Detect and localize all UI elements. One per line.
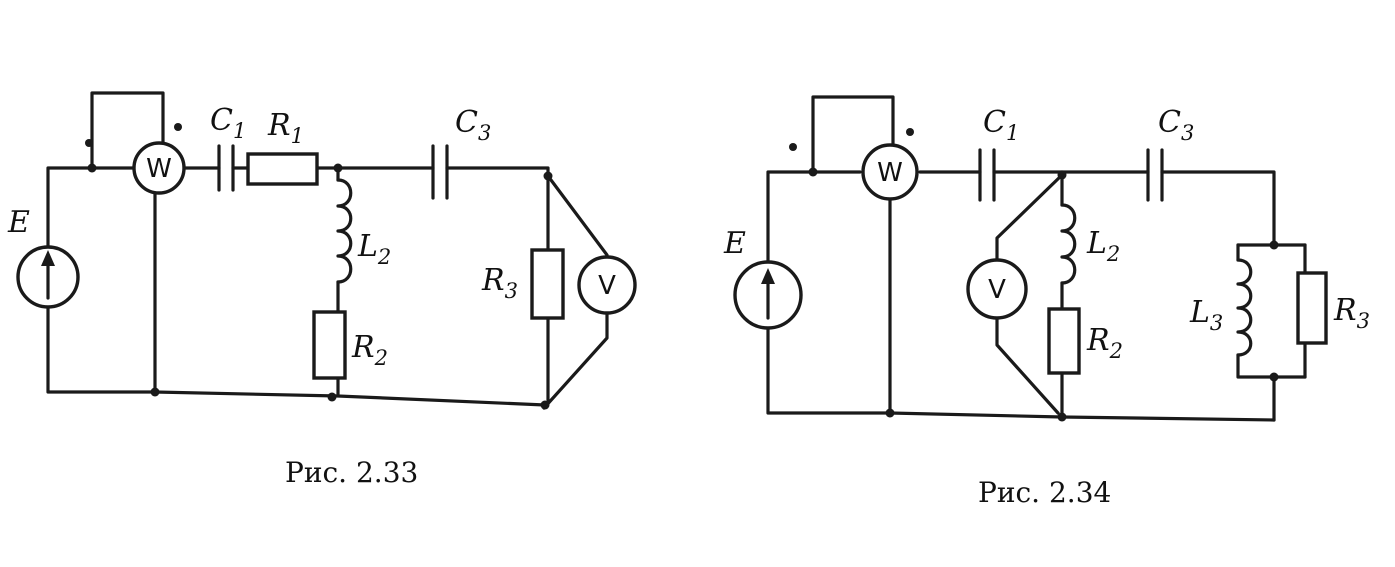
fig234-wattmeter: W bbox=[861, 143, 919, 201]
fig233-resistor-r1: R1 bbox=[246, 108, 319, 186]
svg-text:R2: R2 bbox=[1086, 323, 1123, 363]
fig234-label-l3-sub: 3 bbox=[1210, 311, 1223, 335]
svg-text:C3: C3 bbox=[1158, 105, 1194, 145]
fig234-label-r2: R bbox=[1086, 323, 1110, 358]
fig233-label-c3-sub: 3 bbox=[478, 121, 491, 145]
fig233-caption: Рис. 2.33 bbox=[285, 456, 418, 489]
fig233-capacitor-c1: C1 bbox=[210, 103, 246, 192]
figure-2-34: E W C1 C3 L2 R2 bbox=[723, 95, 1370, 509]
fig234-inductor-l3: L3 bbox=[1189, 258, 1253, 357]
svg-text:C1: C1 bbox=[210, 103, 246, 143]
fig234-voltmeter-label: V bbox=[988, 275, 1006, 305]
fig233-source-e: E bbox=[7, 205, 80, 309]
fig233-label-c1: C bbox=[210, 103, 233, 138]
svg-text:L2: L2 bbox=[1086, 226, 1120, 266]
fig233-label-l2: L bbox=[357, 229, 378, 264]
svg-text:R1: R1 bbox=[267, 108, 304, 148]
fig233-resistor-r3: R3 bbox=[481, 248, 565, 320]
fig234-label-e: E bbox=[723, 226, 746, 261]
fig233-junction-dots bbox=[85, 123, 553, 410]
fig234-label-l2: L bbox=[1086, 226, 1107, 261]
svg-text:L3: L3 bbox=[1189, 295, 1223, 335]
fig234-label-l3: L bbox=[1189, 295, 1210, 330]
fig233-label-l2-sub: 2 bbox=[377, 245, 391, 269]
fig233-label-r2-sub: 2 bbox=[374, 346, 388, 370]
fig233-label-c1-sub: 1 bbox=[233, 119, 246, 143]
fig234-label-c1-sub: 1 bbox=[1006, 121, 1019, 145]
fig233-label-r2: R bbox=[351, 330, 375, 365]
fig234-wattmeter-label: W bbox=[877, 158, 903, 188]
fig233-inductor-l2: L2 bbox=[336, 178, 391, 284]
svg-text:R2: R2 bbox=[351, 330, 388, 370]
svg-text:L2: L2 bbox=[357, 229, 391, 269]
fig234-label-r3: R bbox=[1333, 293, 1357, 328]
fig234-voltmeter: V bbox=[966, 258, 1028, 320]
fig234-label-c3: C bbox=[1158, 105, 1181, 140]
fig234-label-c1: C bbox=[983, 105, 1006, 140]
fig234-source-e: E bbox=[723, 226, 803, 330]
fig234-caption: Рис. 2.34 bbox=[978, 476, 1111, 509]
fig233-label-r1-sub: 1 bbox=[291, 124, 304, 148]
fig234-label-r2-sub: 2 bbox=[1109, 339, 1123, 363]
fig234-wattmeter-voltage-marker bbox=[906, 128, 914, 136]
fig233-label-r1: R bbox=[267, 108, 291, 143]
fig234-inductor-l2: L2 bbox=[1060, 203, 1120, 285]
fig233-label-e: E bbox=[7, 205, 30, 240]
fig233-wattmeter-label: W bbox=[146, 154, 172, 184]
fig233-capacitor-c3: C3 bbox=[431, 105, 491, 200]
fig233-voltmeter: V bbox=[577, 255, 637, 315]
fig233-resistor-r2: R2 bbox=[312, 310, 388, 380]
fig234-capacitor-c3: C3 bbox=[1146, 105, 1194, 202]
fig234-junction-dots bbox=[789, 128, 1279, 422]
figure-2-33: E W C1 R1 C3 L2 bbox=[7, 91, 637, 489]
svg-text:C1: C1 bbox=[983, 105, 1019, 145]
fig233-wattmeter-voltage-marker bbox=[174, 123, 182, 131]
fig233-label-c3: C bbox=[455, 105, 478, 140]
fig234-label-c3-sub: 3 bbox=[1181, 121, 1194, 145]
fig234-capacitor-c1: C1 bbox=[978, 105, 1019, 202]
fig233-voltmeter-label: V bbox=[598, 271, 616, 301]
fig233-label-r3-sub: 3 bbox=[505, 279, 518, 303]
fig233-wattmeter: W bbox=[132, 141, 186, 195]
fig234-resistor-r3: R3 bbox=[1296, 271, 1370, 345]
fig233-label-r3: R bbox=[481, 263, 505, 298]
fig233-wattmeter-current-marker bbox=[85, 139, 93, 147]
fig234-resistor-r2: R2 bbox=[1047, 307, 1123, 375]
fig234-wires bbox=[766, 95, 1307, 422]
svg-text:C3: C3 bbox=[455, 105, 491, 145]
fig234-label-r3-sub: 3 bbox=[1357, 309, 1370, 333]
fig234-label-l2-sub: 2 bbox=[1106, 242, 1120, 266]
svg-text:R3: R3 bbox=[481, 263, 518, 303]
fig234-wattmeter-current-marker bbox=[789, 143, 797, 151]
svg-text:R3: R3 bbox=[1333, 293, 1370, 333]
